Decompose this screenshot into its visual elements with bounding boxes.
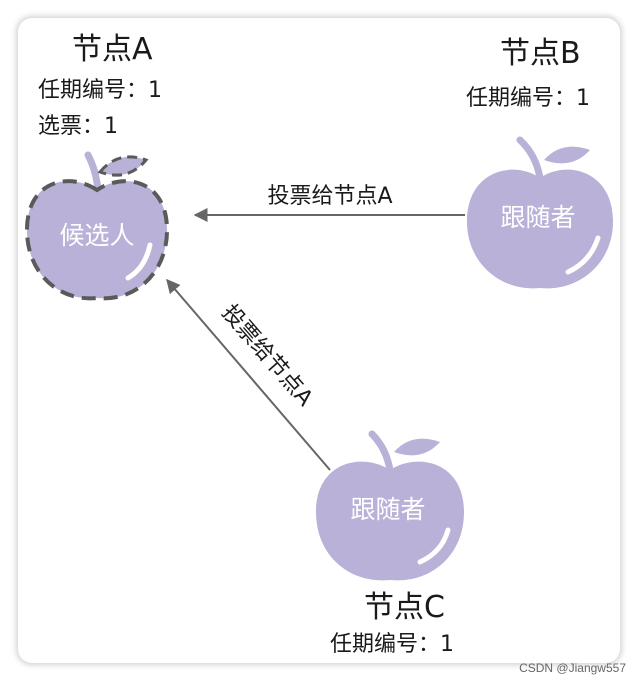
- apple-label-a: 候选人: [59, 221, 134, 250]
- apple-body-c: [316, 461, 464, 581]
- apple-node-b: 跟随者: [466, 136, 614, 289]
- node-c-title: 节点C: [364, 590, 445, 625]
- watermark: CSDN @Jiangw557: [519, 661, 626, 675]
- edge-b-to-a-label: 投票给节点A: [267, 184, 392, 209]
- node-b-term: 任期编号：1: [466, 86, 590, 111]
- node-a-votes: 选票：1: [38, 114, 118, 139]
- node-b-title: 节点B: [500, 36, 581, 71]
- edge-c-to-a-arrow: [166, 278, 331, 471]
- apple-stem-c: [368, 430, 394, 474]
- apple-body-b: [466, 169, 614, 289]
- apple-stem-a: [84, 151, 102, 194]
- apple-stem-b: [516, 136, 544, 182]
- apple-node-c: 跟随者: [316, 430, 464, 581]
- diagram-card: [18, 18, 620, 663]
- apple-leaf-a: [97, 155, 149, 177]
- apple-label-b: 跟随者: [500, 203, 575, 232]
- node-c-term: 任期编号：1: [330, 632, 454, 657]
- apple-body-a: [24, 179, 170, 301]
- apple-leaf-c: [394, 438, 440, 456]
- apple-leaf-b: [544, 146, 590, 164]
- node-a-term: 任期编号：1: [38, 78, 162, 103]
- apple-node-a: 候选人: [24, 151, 170, 301]
- apple-label-c: 跟随者: [350, 495, 425, 524]
- node-a-title: 节点A: [72, 32, 153, 67]
